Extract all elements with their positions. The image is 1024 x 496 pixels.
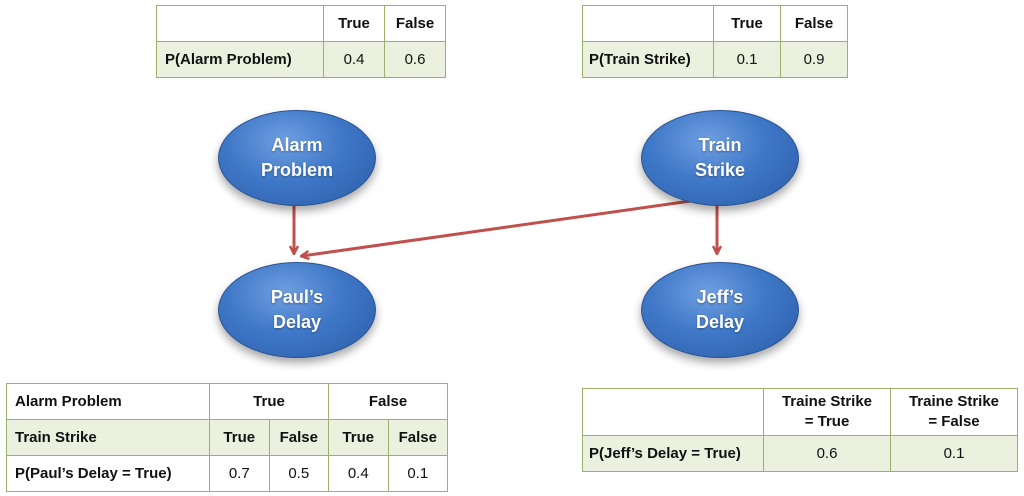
value-cell: 0.7 xyxy=(209,455,270,492)
header-true: True xyxy=(713,5,781,42)
value-cell: 0.1 xyxy=(387,455,448,492)
empty-cell xyxy=(582,5,714,42)
node-pauls-delay: Paul’s Delay xyxy=(218,262,376,358)
value-cell: 0.1 xyxy=(890,435,1018,472)
header-strike-true: Traine Strike = True xyxy=(763,388,891,436)
header-true: True xyxy=(209,383,329,420)
node-label: Jeff’s Delay xyxy=(695,287,745,332)
value-cell: 0.4 xyxy=(323,41,385,78)
empty-cell xyxy=(582,388,764,436)
node-label: Paul’s Delay xyxy=(270,287,324,332)
cpt-jeffs-delay: Traine Strike = True Traine Strike = Fal… xyxy=(582,388,1018,472)
header-false: False xyxy=(268,419,329,456)
row-label: Train Strike xyxy=(6,419,210,456)
node-label: Alarm Problem xyxy=(260,135,334,180)
header-false: False xyxy=(384,5,446,42)
row-label: P(Alarm Problem) xyxy=(156,41,324,78)
header-strike-false: Traine Strike = False xyxy=(890,388,1018,436)
node-alarm-problem: Alarm Problem xyxy=(218,110,376,206)
node-jeffs-delay: Jeff’s Delay xyxy=(641,262,799,358)
value-cell: 0.6 xyxy=(763,435,891,472)
header-false: False xyxy=(780,5,848,42)
cpt-alarm-problem: True False P(Alarm Problem) 0.4 0.6 xyxy=(156,5,446,78)
value-cell: 0.4 xyxy=(328,455,389,492)
header-true: True xyxy=(209,419,270,456)
node-label: Train Strike xyxy=(694,135,746,180)
node-train-strike: Train Strike xyxy=(641,110,799,206)
value-cell: 0.5 xyxy=(268,455,329,492)
header-false: False xyxy=(328,383,448,420)
row-label: Alarm Problem xyxy=(6,383,210,420)
cpt-pauls-delay: Alarm Problem True False Train Strike Tr… xyxy=(6,383,448,492)
row-label: P(Paul’s Delay = True) xyxy=(6,455,210,492)
value-cell: 0.9 xyxy=(780,41,848,78)
header-false: False xyxy=(387,419,448,456)
row-label: P(Jeff’s Delay = True) xyxy=(582,435,764,472)
value-cell: 0.1 xyxy=(713,41,781,78)
edge-train-to-paul xyxy=(302,195,720,256)
row-label: P(Train Strike) xyxy=(582,41,714,78)
header-true: True xyxy=(328,419,389,456)
empty-cell xyxy=(156,5,324,42)
header-true: True xyxy=(323,5,385,42)
value-cell: 0.6 xyxy=(384,41,446,78)
cpt-train-strike: True False P(Train Strike) 0.1 0.9 xyxy=(582,5,848,78)
